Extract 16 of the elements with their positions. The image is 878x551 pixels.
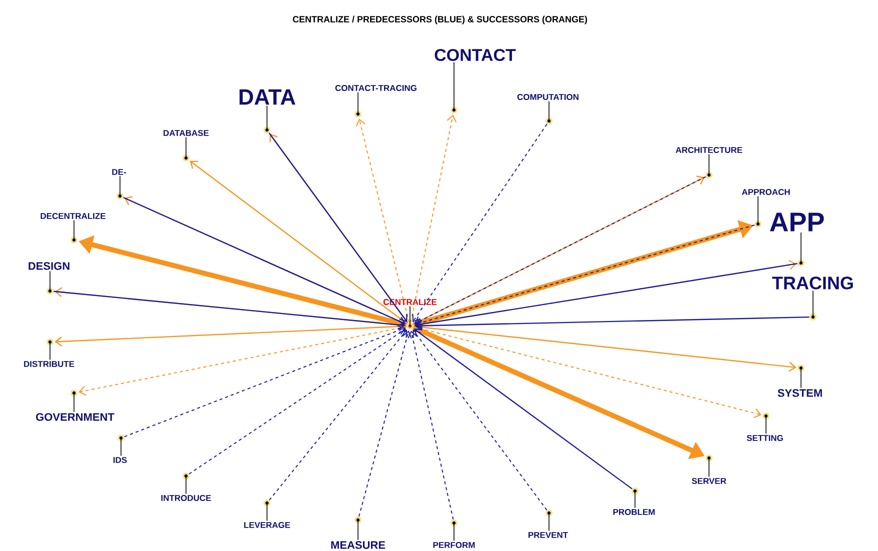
arrow <box>412 330 548 511</box>
arrow <box>414 326 796 372</box>
chart-title: CENTRALIZE / PREDECESSORS (BLUE) & SUCCESSORS (ORANGE) <box>292 16 588 24</box>
arrow <box>124 325 406 438</box>
arrow <box>408 330 454 520</box>
arrow <box>78 326 407 396</box>
arrow <box>414 328 632 490</box>
arrow <box>412 124 548 322</box>
arrow <box>188 328 406 474</box>
arrow <box>358 330 412 517</box>
arrow <box>414 316 810 331</box>
arrow <box>190 160 408 324</box>
arrow <box>268 330 408 501</box>
arrow <box>54 326 406 346</box>
arrow <box>356 118 410 323</box>
arrow <box>410 114 457 323</box>
